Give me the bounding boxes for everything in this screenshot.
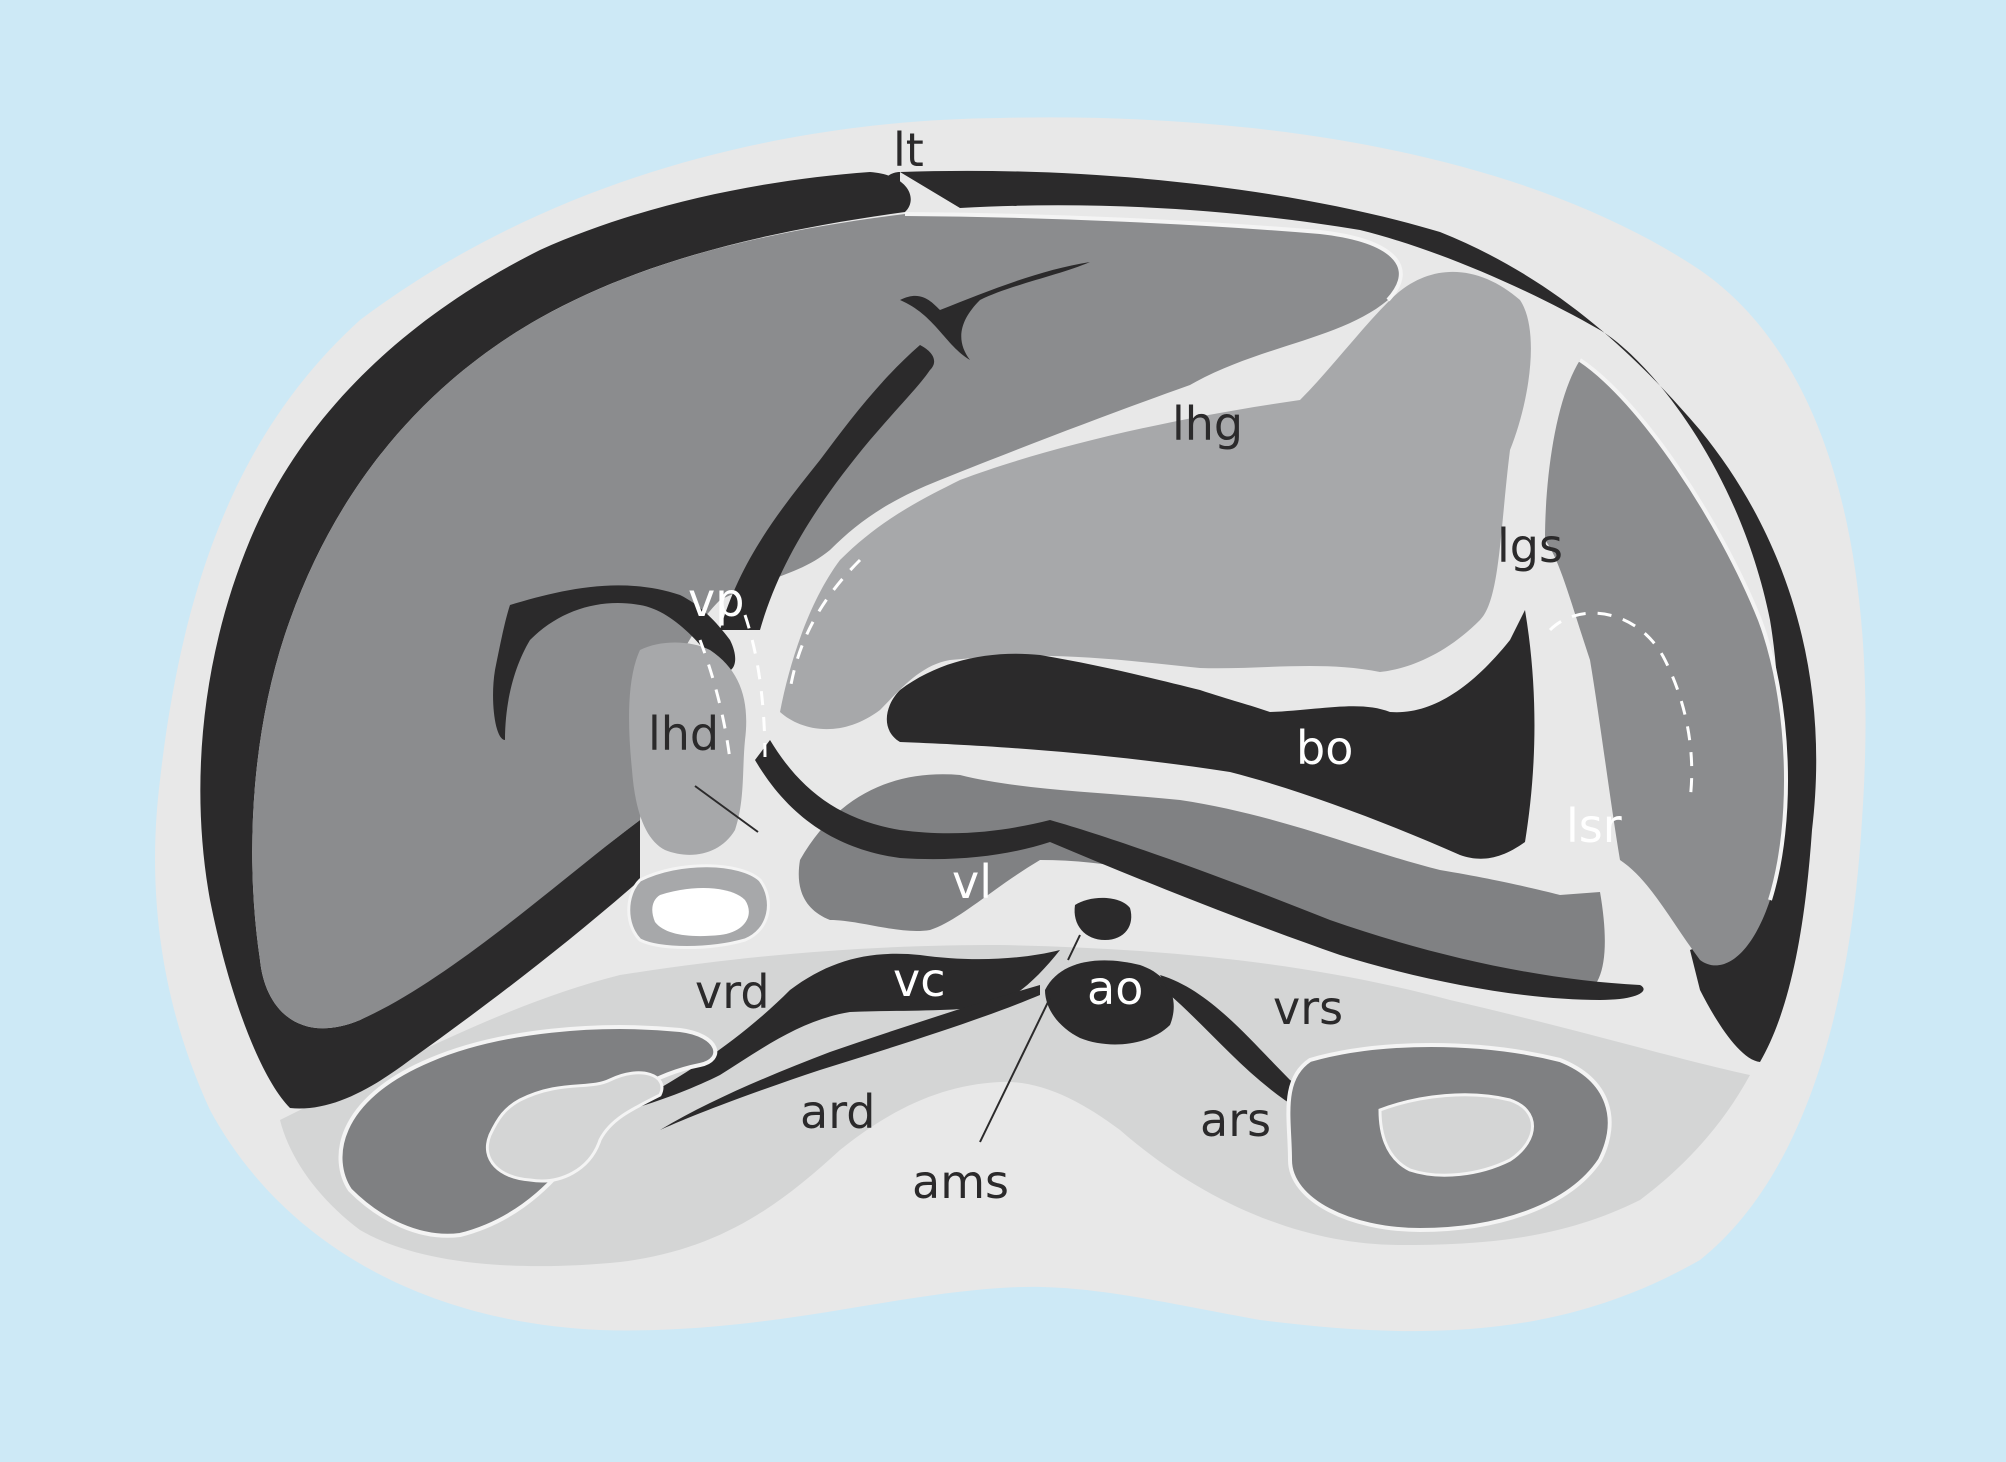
spleen-outline — [1578, 358, 1788, 901]
label-lhg: lhg — [1172, 397, 1243, 451]
label-vl: vl — [952, 855, 992, 909]
label-ao: ao — [1087, 961, 1143, 1015]
label-ams: ams — [912, 1155, 1009, 1209]
label-vc: vc — [893, 953, 946, 1007]
dashed-spleen-arc — [1548, 611, 1694, 801]
duodenum-lumen — [652, 888, 749, 937]
stomach — [780, 271, 1531, 730]
label-lhd: lhd — [648, 707, 719, 761]
label-lt: lt — [893, 123, 924, 177]
dashed-duct-left — [698, 639, 732, 761]
diaphragm-band-left — [200, 172, 911, 1109]
leader-ao — [1067, 934, 1081, 961]
label-lgs: lgs — [1497, 519, 1563, 573]
label-lsr: lsr — [1566, 799, 1622, 853]
diaphragm-band — [881, 170, 1817, 1062]
label-vp: vp — [688, 573, 744, 627]
liver-outline — [904, 212, 1403, 302]
left-renal-vessels — [1160, 975, 1420, 1137]
label-vrd: vrd — [695, 965, 770, 1019]
liver — [252, 214, 1401, 1029]
label-vrs: vrs — [1273, 981, 1343, 1035]
label-ard: ard — [800, 1085, 876, 1139]
aorta — [1045, 960, 1174, 1045]
right-kidney-pelvis — [485, 1071, 664, 1183]
leader-lhd — [694, 785, 759, 833]
left-kidney-pelvis — [1378, 1093, 1534, 1177]
right-renal-vessels — [660, 985, 1040, 1130]
superior-mesenteric-artery — [1074, 897, 1132, 940]
bowel — [886, 610, 1535, 859]
vena-cava — [610, 950, 1060, 1115]
portal-branch-dark — [720, 345, 935, 630]
label-bo: bo — [1296, 721, 1353, 775]
splenic-vein — [755, 740, 1644, 1000]
falciform-dark — [900, 262, 1090, 360]
leader-ams — [979, 997, 1051, 1143]
label-ars: ars — [1200, 1093, 1271, 1147]
